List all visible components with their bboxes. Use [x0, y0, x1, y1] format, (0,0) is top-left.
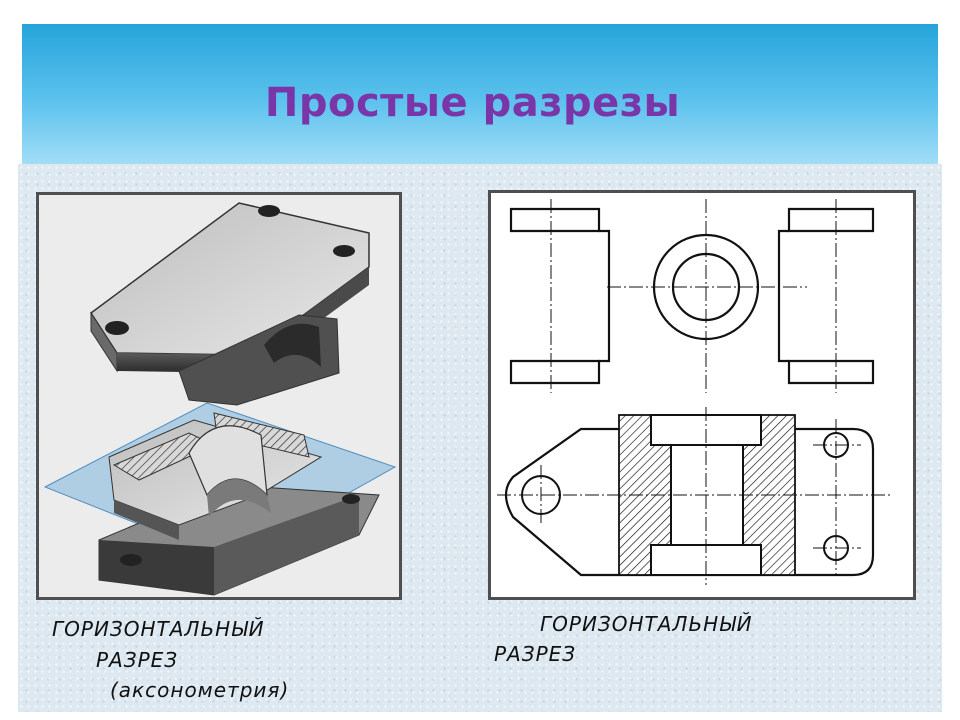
top-view-centerlines — [550, 199, 837, 393]
lower-part — [98, 412, 380, 596]
right-caption-line2: РАЗРЕЗ — [494, 642, 577, 666]
axonometric-figure — [36, 192, 402, 600]
orthographic-drawing — [488, 190, 916, 600]
axonometric-illustration — [43, 202, 397, 596]
top-view — [509, 207, 875, 385]
slide-title: Простые разрезы — [264, 80, 681, 126]
left-caption-line1: ГОРИЗОНТАЛЬНЫЙ — [52, 617, 265, 641]
right-caption-line1: ГОРИЗОНТАЛЬНЫЙ — [540, 612, 753, 636]
upper-part — [89, 202, 370, 406]
left-caption-line2: РАЗРЕЗ — [96, 648, 179, 672]
drawing-views — [497, 199, 891, 585]
title-banner — [22, 24, 938, 164]
section-view-centerlines — [497, 407, 891, 585]
left-caption-line3: (аксонометрия) — [110, 678, 290, 702]
